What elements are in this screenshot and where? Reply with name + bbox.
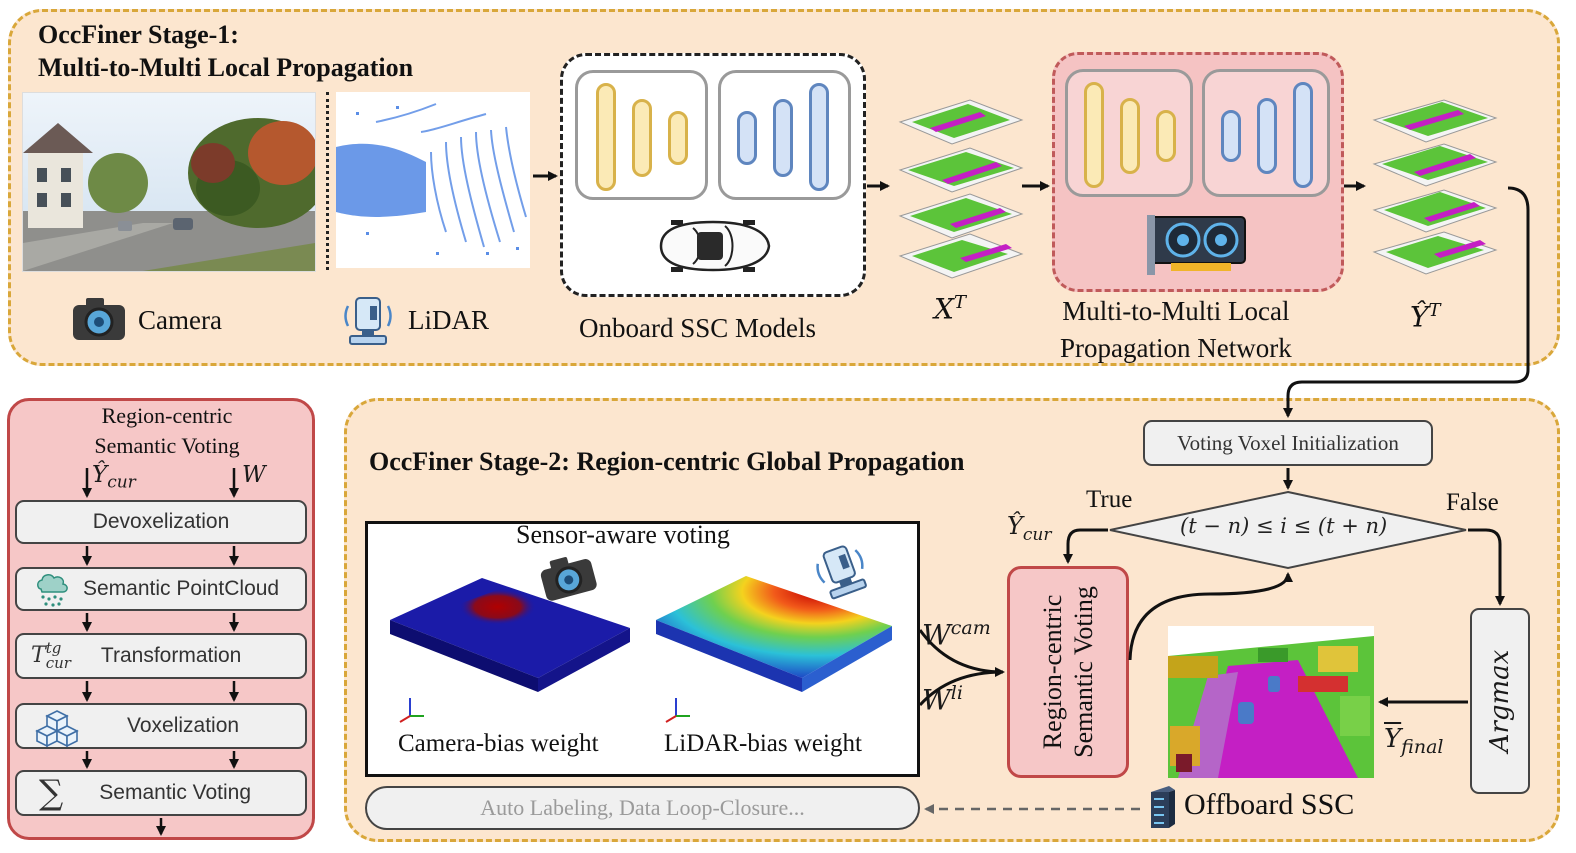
stage2-ycur-subscript: cur xyxy=(1022,524,1052,545)
transform-sub: cur xyxy=(45,654,71,672)
step-pointcloud-label: Semantic PointCloud xyxy=(83,577,280,600)
arrow-voting-loop xyxy=(1128,572,1293,661)
lidar-icon xyxy=(342,292,394,348)
camera-label: Camera xyxy=(138,305,222,335)
step-transformation-label: Transformation xyxy=(100,644,242,667)
camera-weight-volume xyxy=(388,568,632,694)
wcam-superscript: cam xyxy=(950,617,991,639)
arrow-yt-to-stage2 xyxy=(1283,186,1530,418)
wcam-label: Wcam xyxy=(922,617,991,651)
yt-symbol: Ŷ xyxy=(1410,300,1429,334)
argmax-box xyxy=(1470,608,1530,794)
sensor-title: Sensor-aware voting xyxy=(516,520,730,549)
transform-sup: tg xyxy=(45,639,62,657)
axes-icon-2 xyxy=(660,694,696,724)
sidebar-input-ycur: Ŷcur xyxy=(92,462,136,493)
yfinal-subscript: final xyxy=(1401,736,1444,759)
xt-symbol: X xyxy=(934,292,954,326)
lidar-image xyxy=(336,92,530,268)
false-label: False xyxy=(1446,489,1499,516)
car-icon xyxy=(653,216,773,276)
sidebar-input-w: W xyxy=(242,462,266,488)
arrow-weights-to-voting xyxy=(918,629,1005,677)
rc-voting-box xyxy=(1007,566,1129,778)
network-encoder xyxy=(1065,69,1193,197)
true-label: True xyxy=(1086,486,1133,513)
xt-superscript: T xyxy=(953,292,966,313)
lidar-weight-label: LiDAR-bias weight xyxy=(664,730,862,757)
sensor-camera-icon xyxy=(538,552,598,602)
encoder-block xyxy=(575,70,708,200)
xt-voxel-stack xyxy=(890,92,1030,280)
lidar-weight-volume xyxy=(654,566,894,696)
stage2-title: OccFiner Stage-2: Region-centric Global … xyxy=(369,447,965,476)
camera-weight-label: Camera-bias weight xyxy=(398,730,599,757)
network-label-line2: Propagation Network xyxy=(1060,333,1292,363)
sidebar-title-line2: Semantic Voting xyxy=(94,433,240,458)
wcam-symbol: W xyxy=(922,618,951,652)
stage2-ycur: Ŷcur xyxy=(1007,512,1051,545)
lidar-label: LiDAR xyxy=(408,305,489,335)
condition-diamond xyxy=(1108,490,1468,570)
network-decoder xyxy=(1202,69,1330,197)
sum-icon: ∑ xyxy=(39,773,64,813)
wli-superscript: li xyxy=(950,682,963,704)
onboard-label: Onboard SSC Models xyxy=(579,313,817,343)
step-devoxelization-label: Devoxelization xyxy=(92,510,230,533)
cubes-icon xyxy=(35,709,79,748)
decoder-block xyxy=(718,70,851,200)
condition-text: (t − n) ≤ i ≤ (t + n) xyxy=(1180,514,1388,538)
sidebar-title: Region-centric Semantic Voting xyxy=(52,401,282,461)
voting-init-label: Voting Voxel Initialization xyxy=(1177,430,1399,455)
yt-superscript: T xyxy=(1428,300,1441,321)
network-label: Multi-to-Multi Local Propagation Network xyxy=(1060,293,1292,367)
transform-t: T xyxy=(31,643,46,668)
autolabel-box: Auto Labeling, Data Loop-Closure... xyxy=(365,786,920,830)
camera-lidar-separator xyxy=(326,92,329,270)
yfinal-label: Yfinal xyxy=(1384,724,1444,758)
axes-icon xyxy=(394,694,430,724)
stage1-title-line2: Multi-to-Multi Local Propagation xyxy=(38,53,414,82)
offboard-semantic-map xyxy=(1168,626,1374,778)
arrow-false-to-argmax xyxy=(1468,528,1505,606)
yt-label: ŶT xyxy=(1410,300,1441,333)
xt-label: XT xyxy=(934,292,966,325)
camera-icon xyxy=(72,296,126,342)
step-semantic-pointcloud: Semantic PointCloud xyxy=(15,567,307,611)
step-voting-label: Semantic Voting xyxy=(99,781,252,804)
autolabel-label: Auto Labeling, Data Loop-Closure... xyxy=(480,795,805,820)
step-voxelization-label: Voxelization xyxy=(127,714,240,737)
sensor-lidar-icon xyxy=(814,542,870,600)
sidebar-ycur-symbol: Ŷ xyxy=(92,462,108,488)
voting-voxel-init: Voting Voxel Initialization xyxy=(1143,420,1433,466)
propagation-network xyxy=(1052,52,1344,292)
stage1-title-line1: OccFiner Stage-1: xyxy=(38,20,239,49)
step-semantic-voting: ∑ Semantic Voting xyxy=(15,770,307,816)
step-devoxelization: Devoxelization xyxy=(15,500,307,544)
stage1-title: OccFiner Stage-1: Multi-to-Multi Local P… xyxy=(38,18,413,84)
gpu-icon xyxy=(1147,211,1247,277)
camera-image xyxy=(22,92,316,272)
sidebar-panel xyxy=(7,398,315,840)
yfinal-symbol: Y xyxy=(1384,724,1402,754)
sidebar-title-line1: Region-centric xyxy=(101,403,233,428)
offboard-label: Offboard SSC xyxy=(1184,788,1355,821)
onboard-ssc-models xyxy=(560,53,866,297)
cloud-icon xyxy=(33,571,71,609)
network-label-line1: Multi-to-Multi Local xyxy=(1062,296,1290,326)
server-icon xyxy=(1147,784,1177,830)
stage2-ycur-symbol: Ŷ xyxy=(1007,512,1023,540)
sidebar-ycur-subscript: cur xyxy=(107,472,136,493)
arrow-true-to-voting xyxy=(1063,528,1108,564)
yt-voxel-stack xyxy=(1366,92,1506,278)
step-voxelization: Voxelization xyxy=(15,703,307,749)
